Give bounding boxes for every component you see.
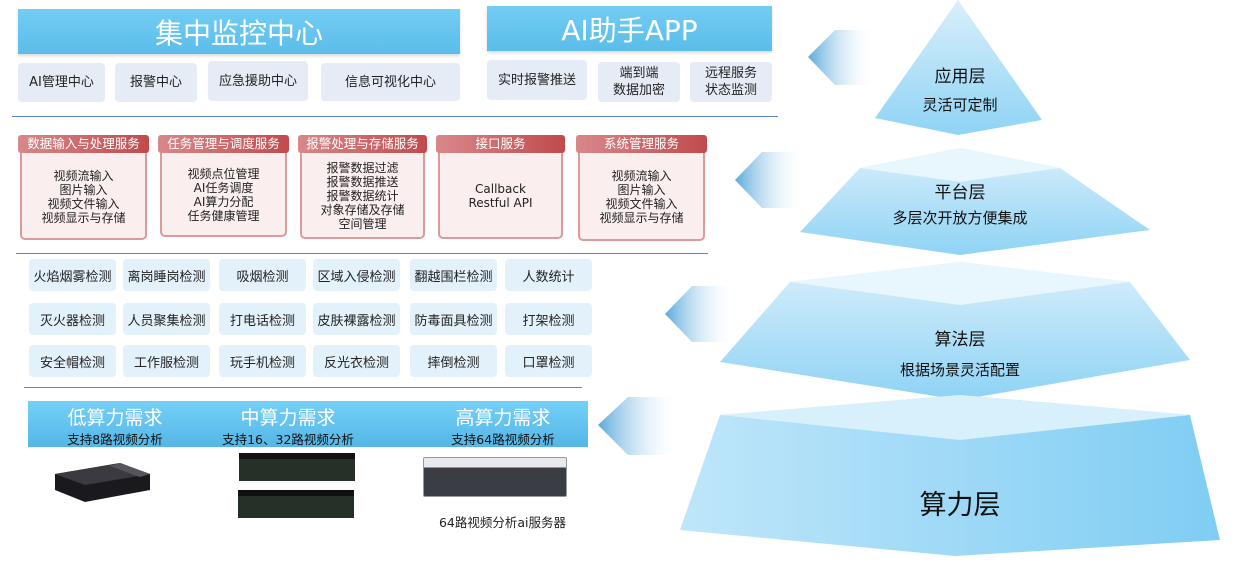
service-line: 视频点位管理 [187,167,260,181]
platform-layer-title: 平台层 [934,183,986,203]
detection-item: 口罩检测 [505,345,592,377]
detection-item: 吸烟检测 [219,259,306,291]
arrow-compute [598,397,680,455]
detection-item: 工作服检测 [123,345,210,377]
detection-item: 离岗睡岗检测 [123,259,210,291]
service-line: 视频显示与存储 [41,210,126,225]
need-desc: 支持64路视频分析 [451,432,555,447]
detection-item: 安全帽检测 [29,345,116,377]
service-line: 对象存储及存储 [320,203,405,217]
detection-item: 人员聚集检测 [123,303,210,335]
compute-needs-bar: 低算力需求 支持8路视频分析 中算力需求 支持16、32路视频分析 高算力需求 … [28,401,588,447]
detection-item: 打架检测 [505,303,592,335]
need-title: 中算力需求 [240,407,336,429]
server-caption: 64路视频分析ai服务器 [438,515,567,530]
service-line: 视频显示与存储 [599,211,684,225]
detection-item: 玩手机检测 [219,345,306,377]
service-title: 系统管理服务 [576,135,707,153]
mid-server-image [238,490,354,518]
high-server-image [423,457,567,497]
need-desc: 支持8路视频分析 [67,432,163,447]
detection-item: 翻越围栏检测 [410,259,497,291]
app-item: 端到端 数据加密 [598,62,680,102]
divider [24,387,582,388]
service-line: 报警数据统计 [326,189,399,203]
detection-item: 反光衣检测 [313,345,400,377]
layer-pyramid [598,0,1220,556]
need-title: 低算力需求 [67,407,163,429]
detection-item: 皮肤裸露检测 [313,303,400,335]
detection-item: 摔倒检测 [410,345,497,377]
app-layer-desc: 灵活可定制 [922,96,998,114]
detection-item: 打电话检测 [219,303,306,335]
need-desc: 支持16、32路视频分析 [222,432,354,447]
mid-server-image [239,453,355,481]
service-line: 空间管理 [338,217,387,231]
service-line: 视频流输入 [611,169,672,183]
monitor-item: 报警中心 [115,63,197,102]
arrow-platform [735,152,805,208]
service-card: 系统管理服务视频流输入图片输入视频文件输入视频显示与存储 [576,135,707,241]
pyramid-app-layer [875,0,1042,135]
service-card: 报警处理与存储服务报警数据过滤报警数据推送报警数据统计对象存储及存储空间管理 [298,135,427,239]
monitor-item: 应急援助中心 [208,61,308,101]
app-item: 实时报警推送 [487,60,587,100]
detection-item: 人数统计 [505,259,592,291]
app-item: 远程服务 状态监测 [690,62,772,102]
service-line: Restful API [468,196,533,210]
detection-item: 区域入侵检测 [313,259,400,291]
detection-item: 火焰烟雾检测 [29,259,116,291]
divider [12,116,778,117]
service-line: AI算力分配 [193,195,254,209]
pyramid-algo-layer [720,262,1190,400]
algo-layer-title: 算法层 [934,330,986,350]
service-title: 任务管理与调度服务 [158,135,289,153]
edge-box-device-image [55,463,150,502]
service-line: 图片输入 [59,182,108,197]
service-card: 数据输入与处理服务视频流输入图片输入视频文件输入视频显示与存储 [18,135,149,240]
arrow-app [808,30,875,85]
ai-app-banner: AI助手APP [487,6,772,51]
service-line: 报警数据过滤 [326,161,399,175]
monitor-item: 信息可视化中心 [321,63,460,101]
divider [16,253,708,254]
service-line: 图片输入 [617,183,666,197]
app-layer-title: 应用层 [934,67,986,87]
service-line: AI任务调度 [193,181,254,195]
compute-layer-title: 算力层 [919,490,1001,521]
pyramid-compute-layer [680,395,1220,556]
service-line: 视频文件输入 [605,197,678,211]
service-title: 数据输入与处理服务 [18,135,149,153]
detection-item: 防毒面具检测 [410,303,497,335]
service-line: Callback [475,182,526,196]
arrow-algo [665,286,735,342]
detection-item: 灭火器检测 [29,303,116,335]
monitor-center-banner: 集中监控中心 [18,9,460,54]
service-line: 视频流输入 [53,168,114,183]
need-title: 高算力需求 [455,407,551,429]
monitor-item: AI管理中心 [18,63,105,102]
service-title: 接口服务 [436,135,565,153]
service-title: 报警处理与存储服务 [298,135,427,153]
algo-layer-desc: 根据场景灵活配置 [899,361,1020,379]
service-line: 任务健康管理 [187,209,260,223]
platform-layer-desc: 多层次开放方便集成 [892,209,1028,227]
service-line: 报警数据推送 [326,175,399,189]
pyramid-platform-layer [800,148,1150,255]
service-line: 视频文件输入 [47,196,120,211]
